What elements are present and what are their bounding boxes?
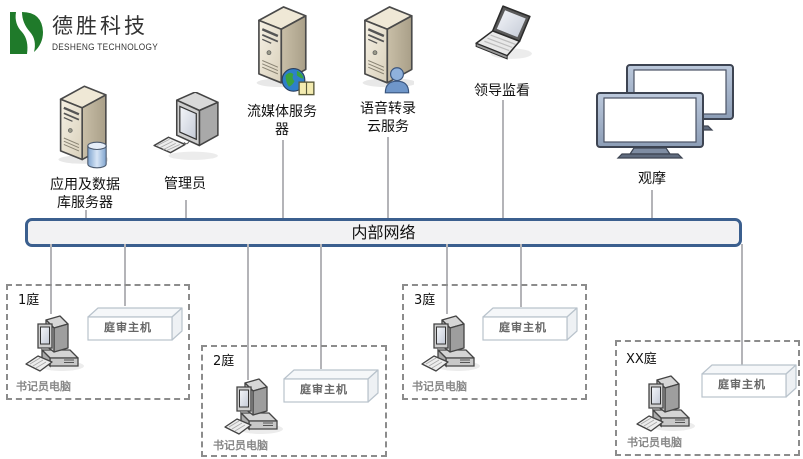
internal-network-bus: 内部网络	[25, 218, 742, 247]
connector-admin	[185, 200, 187, 220]
court-host-device[interactable]: 庭审主机	[282, 369, 380, 403]
court-host-label: 庭审主机	[300, 383, 348, 396]
leader-monitor-node[interactable]	[472, 4, 536, 64]
company-name-en: DESHENG TECHNOLOGY	[52, 42, 159, 52]
court-host-label: 庭审主机	[499, 321, 547, 334]
connector-leader-monitor	[502, 100, 504, 220]
speech-server-node[interactable]	[356, 4, 426, 96]
admin-label: 管理员	[164, 176, 206, 192]
courtroom-group: 3庭 庭审主机 书记员电脑	[402, 284, 587, 400]
streaming-server-label: 流媒体服务 器	[232, 103, 332, 139]
connector-court3-host	[520, 244, 522, 307]
admin-node[interactable]	[150, 92, 222, 164]
observation-label: 观摩	[638, 171, 666, 187]
courtroom-group: 2庭 庭审主机 书记员电脑	[201, 345, 387, 457]
speech-server-label: 语音转录 云服务	[338, 100, 438, 136]
clerk-computer-label: 书记员电脑	[16, 380, 71, 393]
internal-network-label: 内部网络	[351, 223, 416, 242]
clerk-computer-label: 书记员电脑	[213, 439, 268, 452]
court-host-device[interactable]: 庭审主机	[700, 364, 798, 398]
speech-server-label-line1: 语音转录	[360, 101, 416, 117]
user-icon	[384, 66, 410, 94]
streaming-server-node[interactable]	[250, 4, 326, 96]
clerk-computer-icon	[223, 377, 285, 439]
speech-server-label-line2: 云服务	[367, 119, 409, 135]
app-db-server-label-line1: 应用及数据	[50, 177, 120, 193]
app-db-server-label: 应用及数据 库服务器	[30, 176, 140, 212]
connector-observation	[651, 190, 653, 220]
connector-court3-clerk	[446, 244, 448, 314]
clerk-computer-icon	[24, 314, 86, 376]
connector-speech-server	[387, 137, 389, 220]
connector-courtxx-host	[741, 244, 743, 366]
laptop-icon	[472, 4, 534, 62]
monitor-icon-front	[594, 90, 706, 160]
leader-monitor-label: 领导监看	[474, 83, 530, 99]
globe-icon	[281, 66, 315, 96]
connector-court1-clerk	[50, 244, 52, 314]
clerk-computer-label: 书记员电脑	[627, 436, 682, 449]
database-icon	[86, 140, 108, 170]
court-host-label: 庭审主机	[718, 378, 766, 391]
courtroom-name: 2庭	[213, 354, 235, 369]
clerk-computer[interactable]	[635, 374, 697, 436]
courtroom-group: XX庭 庭审主机 书记员电脑	[615, 340, 800, 456]
company-name-cn: 德胜科技	[52, 14, 148, 38]
clerk-computer-icon	[635, 374, 697, 436]
streaming-server-label-line1: 流媒体服务	[247, 104, 317, 120]
desktop-computer-icon	[150, 92, 222, 164]
connector-streaming-server	[282, 140, 284, 220]
courtroom-group: 1庭 庭审主机 书记员电脑	[6, 284, 190, 400]
connector-court1-host	[124, 244, 126, 306]
court-host-device[interactable]: 庭审主机	[481, 307, 579, 341]
observation-node[interactable]	[594, 62, 714, 166]
app-db-server-label-line2: 库服务器	[57, 195, 113, 211]
clerk-computer[interactable]	[420, 314, 482, 376]
connector-app-db-server	[85, 210, 87, 220]
connector-court2-host	[320, 244, 322, 369]
court-host-label: 庭审主机	[104, 321, 152, 334]
clerk-computer[interactable]	[223, 377, 285, 439]
court-host-device[interactable]: 庭审主机	[86, 307, 184, 341]
clerk-computer-icon	[420, 314, 482, 376]
desheng-s-logo-icon	[10, 10, 44, 56]
courtroom-name: 3庭	[414, 293, 436, 308]
courtroom-name: XX庭	[626, 352, 657, 367]
app-db-server-node[interactable]	[52, 84, 112, 176]
courtroom-name: 1庭	[18, 293, 40, 308]
clerk-computer-label: 书记员电脑	[412, 380, 467, 393]
connector-court2-clerk	[247, 244, 249, 380]
streaming-server-label-line2: 器	[275, 122, 289, 138]
clerk-computer[interactable]	[24, 314, 86, 376]
